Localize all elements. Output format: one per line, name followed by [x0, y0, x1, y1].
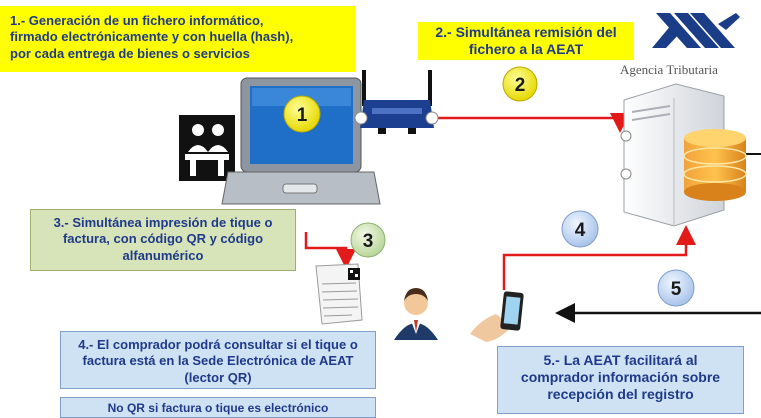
- badge-2-label: 2: [515, 75, 526, 96]
- step3-box: 3.- Simultánea impresión de tique o fact…: [30, 209, 296, 271]
- agency-logo-icon: [652, 13, 740, 48]
- step3-line: factura, con código QR y código: [62, 231, 264, 247]
- step3-line: alfanumérico: [122, 247, 204, 263]
- badge-1-label: 1: [297, 105, 308, 126]
- step2-box: 2.- Simultánea remisión del fichero a la…: [418, 22, 634, 60]
- step4-line: (lector QR): [184, 369, 252, 385]
- server-port-upper: [620, 130, 632, 142]
- step1-line: firmado electrónicamente y con huella (h…: [10, 29, 294, 45]
- badge-5-label: 5: [671, 279, 682, 300]
- smartphone-icon: [470, 291, 524, 342]
- agency-name: Agencia Tributaria: [620, 62, 718, 77]
- step4-line: factura está en la Sede Electrónica de A…: [82, 353, 354, 369]
- router-icon: [360, 70, 434, 134]
- router-port-right: [425, 111, 439, 125]
- buyer-icon: [394, 288, 438, 340]
- arrow-phone-to-server: [502, 225, 696, 290]
- no-qr-note: No QR si factura o tique es electrónico: [60, 397, 376, 418]
- badge-4: [561, 210, 599, 248]
- badge-4-label: 4: [575, 220, 586, 241]
- step5-line: recepción del registro: [547, 386, 694, 403]
- step1-box: 1.- Generación de un fichero informático…: [0, 6, 355, 72]
- badge-2: [502, 66, 538, 102]
- step5-line: comprador información sobre: [520, 369, 721, 386]
- step1-line: por cada entrega de bienes o servicios: [10, 45, 250, 61]
- step5-box: 5.- La AEAT facilitará al comprador info…: [497, 346, 744, 414]
- receipt-icon: [315, 263, 363, 325]
- arrow-laptop-to-receipt: [304, 232, 356, 269]
- step2-line: 2.- Simultánea remisión del: [435, 24, 617, 40]
- step4-line: 4.- El comprador podrá consultar si el t…: [78, 337, 358, 352]
- arrow-router-to-server: [432, 113, 630, 133]
- step2-line: fichero a la AEAT: [468, 40, 584, 57]
- step5-line: 5.- La AEAT facilitará al: [543, 352, 698, 368]
- badge-3: [350, 222, 386, 258]
- badge-1: [283, 95, 321, 133]
- step4-box: 4.- El comprador podrá consultar si el t…: [60, 331, 376, 389]
- step1-line: 1.- Generación de un fichero informático…: [10, 13, 264, 28]
- database-icon: [683, 129, 747, 201]
- cashier-icon: [179, 115, 235, 181]
- step3-line: 3.- Simultánea impresión de tique o: [53, 215, 273, 230]
- badge-3-label: 3: [363, 231, 374, 252]
- router-port-left: [354, 111, 368, 125]
- badge-5: [657, 269, 695, 307]
- server-port-lower: [620, 168, 632, 180]
